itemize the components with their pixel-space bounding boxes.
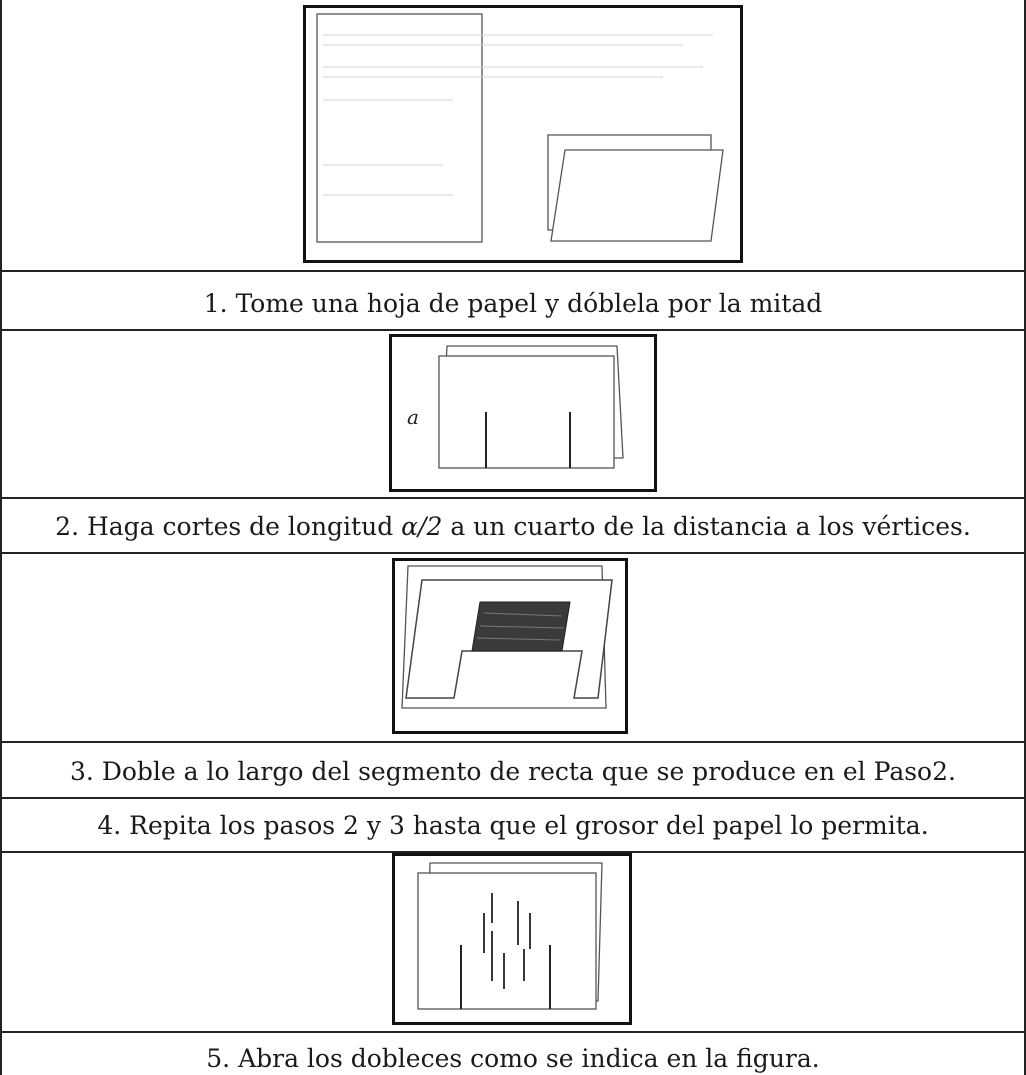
figure-step-5 (392, 853, 632, 1025)
table-left-border (0, 0, 2, 1075)
caption-step-2-math: α/2 (401, 512, 443, 541)
row-divider-2 (0, 329, 1026, 331)
caption-step-1: 1. Tome una hoja de papel y dóblela por … (203, 289, 823, 318)
caption-step-3: 3. Doble a lo largo del segmento de rect… (70, 757, 956, 786)
caption-step-4: 4. Repita los pasos 2 y 3 hasta que el g… (97, 811, 929, 840)
row-divider-1 (0, 270, 1026, 272)
figure-step-2: a (389, 334, 657, 492)
figure-step-1 (303, 5, 743, 263)
figure-step-3 (392, 558, 628, 734)
caption-step-2: 2. Haga cortes de longitud α/2 a un cuar… (0, 512, 1026, 542)
row-divider-7 (0, 851, 1026, 853)
row-divider-5 (0, 741, 1026, 743)
table-right-border (1024, 0, 1026, 1075)
caption-step-2-after: a un cuarto de la distancia a los vértic… (442, 512, 971, 541)
figure-label-a: a (407, 405, 419, 429)
row-divider-3 (0, 497, 1026, 499)
row-divider-6 (0, 797, 1026, 799)
row-divider-4 (0, 552, 1026, 554)
caption-step-5: 5. Abra los dobleces como se indica en l… (206, 1044, 820, 1073)
row-divider-8 (0, 1031, 1026, 1033)
caption-step-2-before: 2. Haga cortes de longitud (55, 512, 402, 541)
